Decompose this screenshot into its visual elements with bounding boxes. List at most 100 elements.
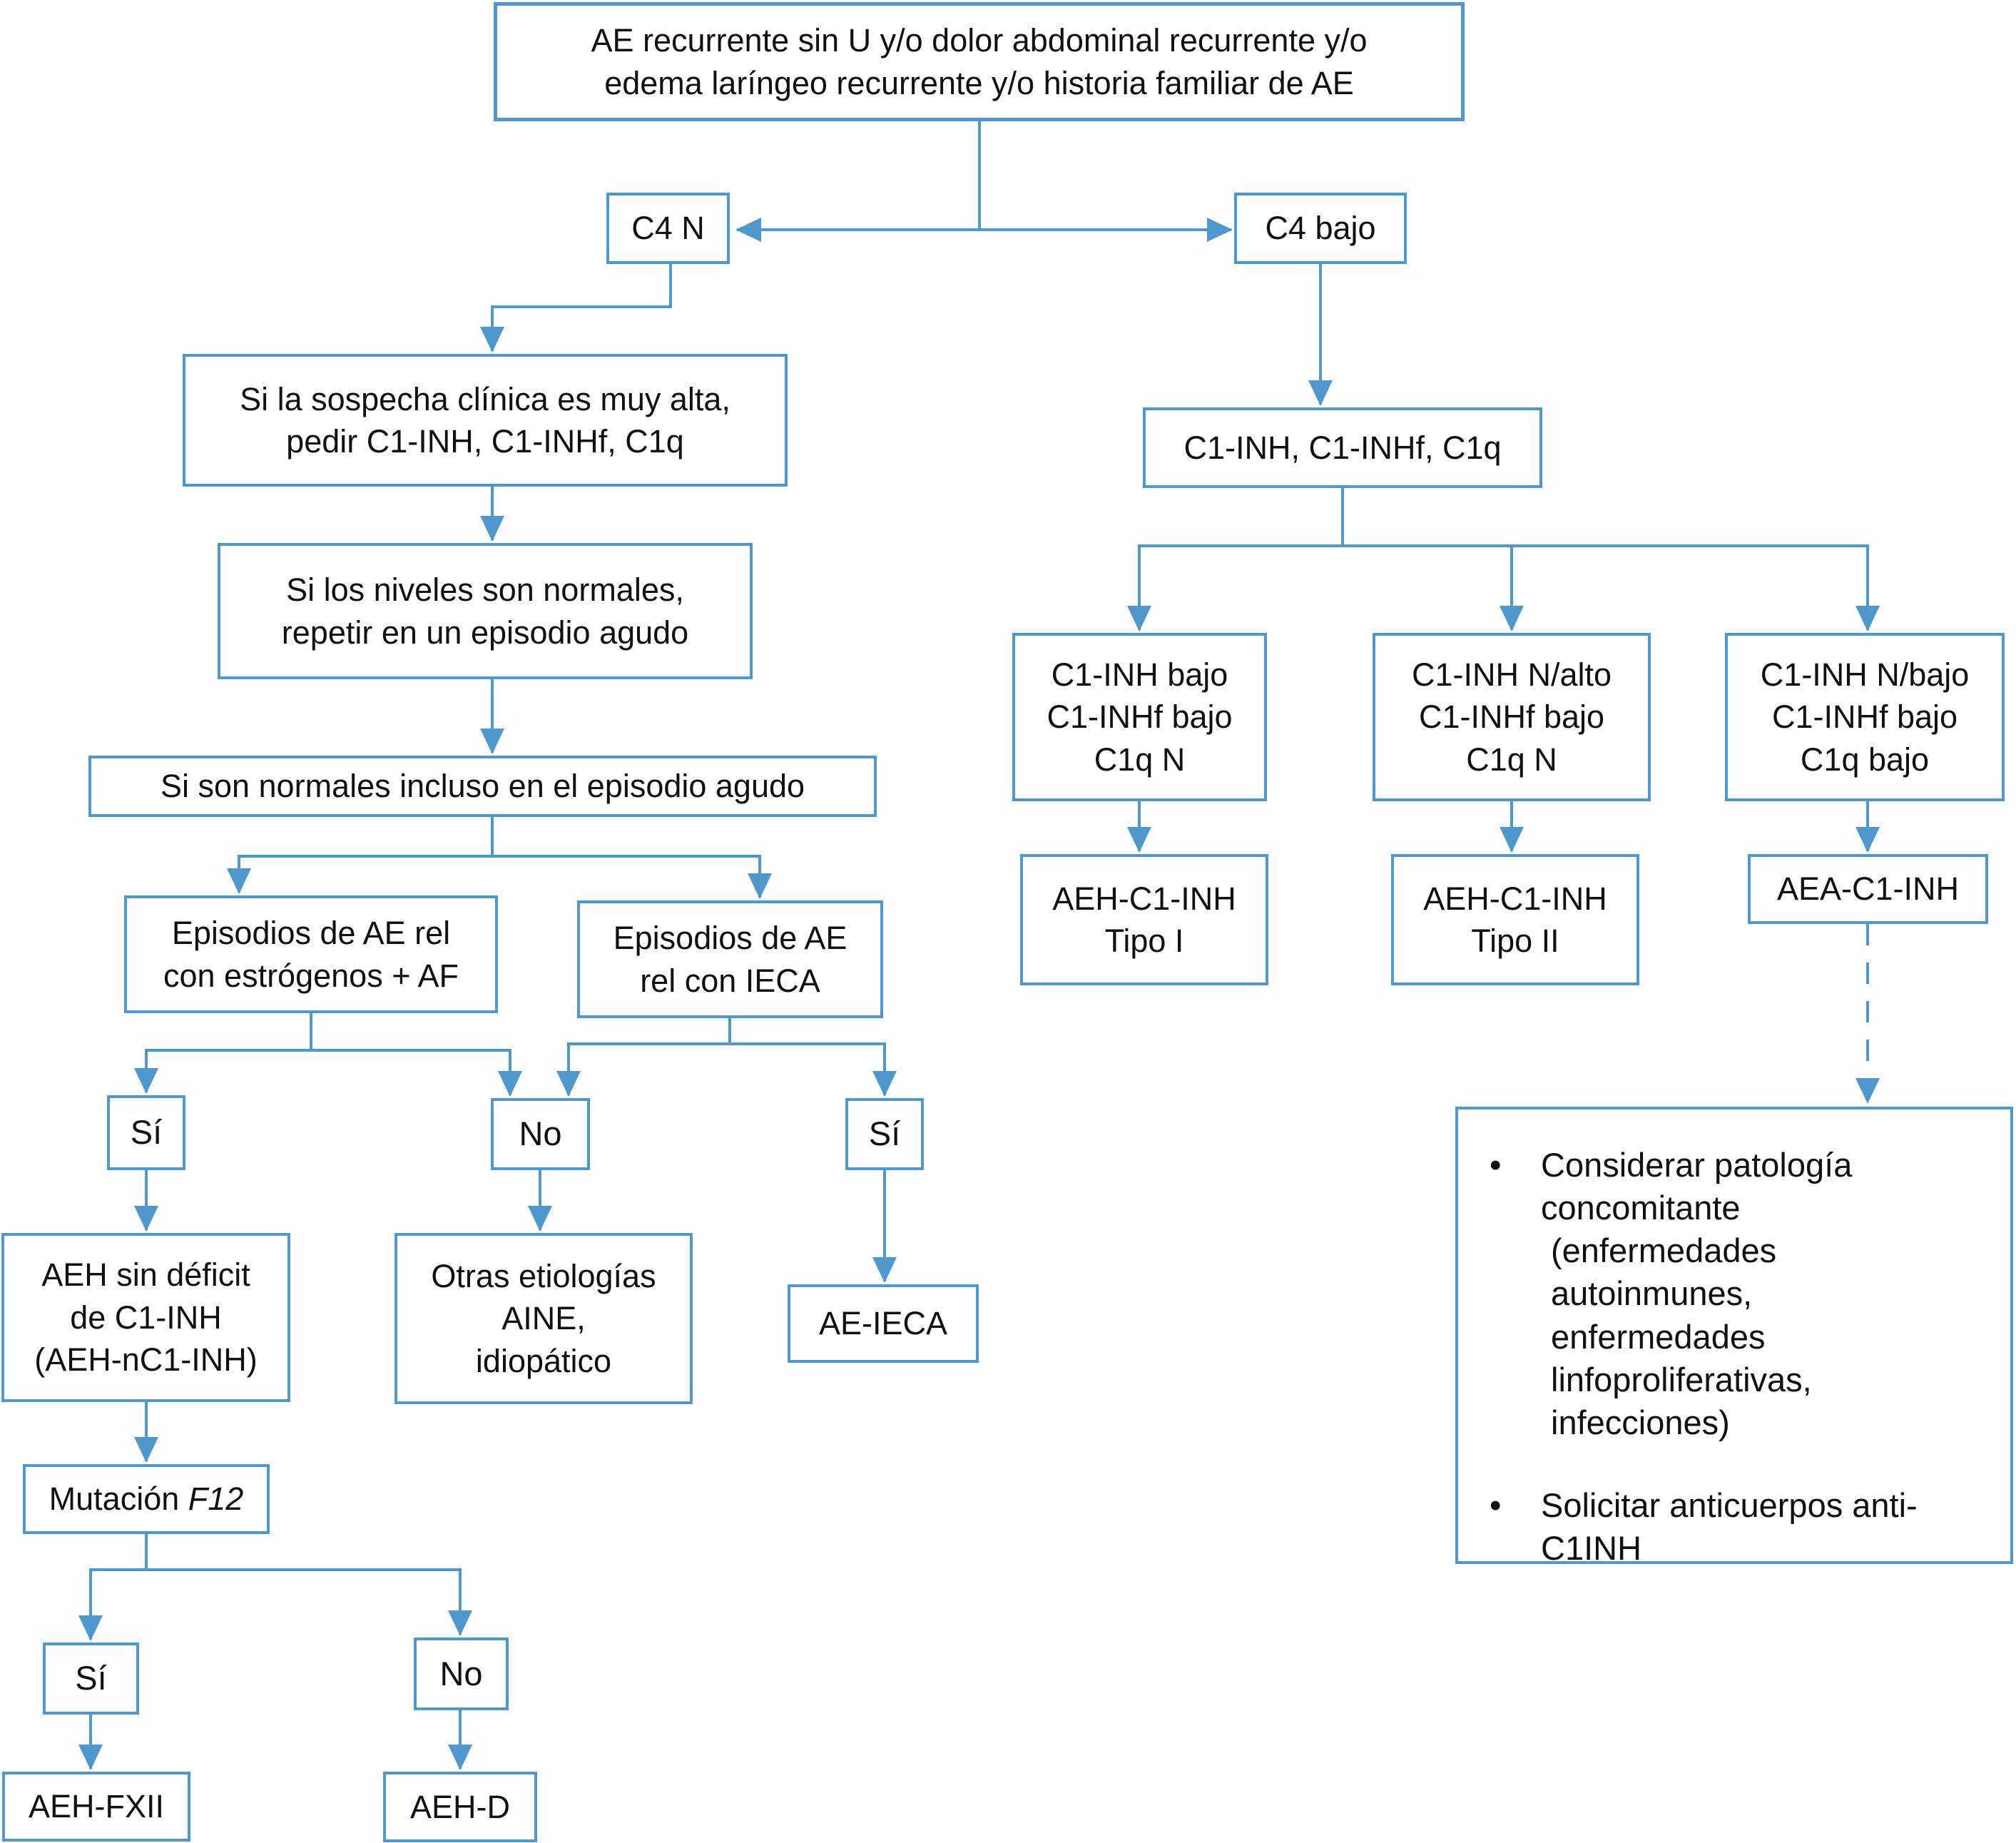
connector-mutacion-to-si3 xyxy=(78,1534,148,1641)
recomendacion-line: linfoproliferativas, xyxy=(1551,1360,1812,1398)
bullet-icon: • xyxy=(1490,1486,1502,1525)
recomendacion-line: autoinmunes, xyxy=(1551,1274,1753,1313)
connector-panel-to-tipo2-criteria xyxy=(1343,544,1524,631)
recomendacion-item-1: • Considerar patología concomitante (enf… xyxy=(1484,1144,1989,1444)
node-si-estrogenos: Sí xyxy=(107,1095,185,1170)
node-c1inh-panel-label: C1-INH, C1-INHf, C1q xyxy=(1183,429,1502,466)
node-ieca-line: rel con IECA xyxy=(640,962,820,999)
node-tipo1-criteria-line: C1q N xyxy=(1094,741,1186,778)
node-c1inh-panel: C1-INH, C1-INHf, C1q xyxy=(1143,407,1542,488)
connector-agudo-to-ieca xyxy=(492,855,772,899)
node-adquirido-criteria-line: C1q bajo xyxy=(1800,741,1930,778)
node-root: AE recurrente sin U y/o dolor abdominal … xyxy=(494,2,1465,121)
node-aeh-tipo1: AEH-C1-INH Tipo I xyxy=(1020,854,1268,985)
recomendacion-line: (enfermedades xyxy=(1551,1232,1777,1270)
connector-c4n-to-sospecha xyxy=(480,264,672,352)
recomendacion-line: enfermedades xyxy=(1551,1317,1766,1356)
node-ae-ieca: AE-IECA xyxy=(788,1284,979,1363)
recomendacion-line: infecciones) xyxy=(1551,1403,1730,1441)
node-adquirido-criteria-line: C1-INHf bajo xyxy=(1771,699,1958,736)
node-sospecha-line: Si la sospecha clínica es muy alta, xyxy=(240,380,730,417)
node-aeh-ncinh-line: de C1-INH xyxy=(70,1299,222,1336)
node-sospecha-line: pedir C1-INH, C1-INHf, C1q xyxy=(286,423,684,460)
node-tipo2-criteria-line: C1-INHf bajo xyxy=(1418,699,1605,736)
node-ieca-line: Episodios de AE xyxy=(613,920,847,957)
node-tipo2-criteria: C1-INH N/alto C1-INHf bajo C1q N xyxy=(1373,633,1651,801)
node-niveles-line: repetir en un episodio agudo xyxy=(281,614,689,651)
node-otras-line: AINE, xyxy=(502,1300,586,1337)
node-otras-line: idiopático xyxy=(475,1342,612,1379)
node-aea-c1inh-label: AEA-C1-INH xyxy=(1776,870,1960,908)
node-no-shared-label: No xyxy=(519,1115,562,1153)
connector-panel-to-tipo1-criteria xyxy=(1127,488,1344,631)
node-aeh-ncinh-line: AEH sin déficit xyxy=(41,1256,250,1294)
node-si-ieca: Sí xyxy=(845,1098,924,1170)
node-root-line: AE recurrente sin U y/o dolor abdominal … xyxy=(591,22,1368,59)
connector-ieca-to-no1 xyxy=(556,1018,731,1097)
connector-root-to-c4n xyxy=(735,121,981,242)
mutacion-prefix: Mutación xyxy=(49,1481,188,1518)
node-si-mutacion: Sí xyxy=(43,1643,139,1715)
node-mutacion-label: Mutación F12 xyxy=(49,1478,244,1520)
node-aeh-ncinh: AEH sin déficit de C1-INH (AEH-nC1-INH) xyxy=(1,1233,290,1402)
node-agudo-label: Si son normales incluso en el episodio a… xyxy=(160,768,805,805)
node-tipo1-criteria-line: C1-INHf bajo xyxy=(1047,699,1233,736)
recomendacion-line: C1INH xyxy=(1541,1529,1642,1568)
node-si-estrogenos-label: Sí xyxy=(130,1113,163,1152)
node-niveles-line: Si los niveles son normales, xyxy=(286,572,684,609)
node-c4-bajo-label: C4 bajo xyxy=(1265,210,1376,247)
node-recomendaciones: • Considerar patología concomitante (enf… xyxy=(1455,1107,2013,1567)
connector-mutacion-to-no2 xyxy=(146,1568,472,1636)
node-adquirido-criteria: C1-INH N/bajo C1-INHf bajo C1q bajo xyxy=(1725,633,2005,801)
node-otras-etiologias: Otras etiologías AINE, idiopático xyxy=(394,1233,693,1404)
node-otras-line: Otras etiologías xyxy=(431,1257,656,1294)
connector-panel-to-adquirido-criteria xyxy=(1343,544,1880,631)
node-c4-n: C4 N xyxy=(606,193,730,264)
node-aeh-tipo2-line: AEH-C1-INH xyxy=(1423,880,1607,917)
node-no-mutacion-label: No xyxy=(439,1654,483,1692)
node-ieca: Episodios de AE rel con IECA xyxy=(577,900,883,1018)
node-tipo1-criteria-line: C1-INH bajo xyxy=(1051,656,1228,693)
node-c4-bajo: C4 bajo xyxy=(1234,193,1407,264)
recomendacion-1-lines: Considerar patología concomitante (enfer… xyxy=(1541,1144,1989,1444)
node-estrogenos-line: Episodios de AE rel xyxy=(171,915,451,952)
node-c4-n-label: C4 N xyxy=(631,210,705,247)
connector-estrogenos-to-no1 xyxy=(311,1049,522,1097)
node-tipo1-criteria: C1-INH bajo C1-INHf bajo C1q N xyxy=(1012,633,1267,801)
connector-ieca-to-si2 xyxy=(730,1042,897,1097)
node-ae-ieca-label: AE-IECA xyxy=(818,1305,948,1342)
node-adquirido-criteria-line: C1-INH N/bajo xyxy=(1760,656,1970,693)
node-agudo: Si son normales incluso en el episodio a… xyxy=(88,756,877,817)
node-root-line: edema laríngeo recurrente y/o historia f… xyxy=(604,64,1354,101)
node-aeh-d: AEH-D xyxy=(383,1772,537,1842)
node-tipo2-criteria-line: C1-INH N/alto xyxy=(1411,656,1612,693)
node-aeh-fxii: AEH-FXII xyxy=(2,1772,190,1842)
node-mutacion-f12: Mutación F12 xyxy=(23,1464,270,1534)
bullet-icon: • xyxy=(1490,1146,1502,1184)
node-aeh-tipo2-line: Tipo II xyxy=(1471,923,1559,959)
connector-estrogenos-to-si1 xyxy=(134,1013,312,1094)
node-aeh-tipo1-line: AEH-C1-INH xyxy=(1052,880,1236,917)
recomendacion-item-2: • Solicitar anticuerpos anti- C1INH xyxy=(1484,1484,1989,1570)
node-aeh-tipo1-line: Tipo I xyxy=(1104,923,1184,959)
node-sospecha: Si la sospecha clínica es muy alta, pedi… xyxy=(183,354,788,487)
node-estrogenos-line: con estrógenos + AF xyxy=(163,957,459,994)
recomendacion-line: Solicitar anticuerpos anti- xyxy=(1541,1486,1918,1525)
recomendacion-2-lines: Solicitar anticuerpos anti- C1INH xyxy=(1541,1484,1989,1570)
node-aeh-ncinh-line: (AEH-nC1-INH) xyxy=(34,1341,258,1379)
node-si-mutacion-label: Sí xyxy=(75,1659,107,1697)
connector-agudo-to-estrogenos xyxy=(227,817,494,894)
node-aeh-d-label: AEH-D xyxy=(409,1788,510,1825)
mutacion-gene: F12 xyxy=(188,1481,244,1518)
node-aeh-fxii-label: AEH-FXII xyxy=(28,1788,165,1825)
node-estrogenos: Episodios de AE rel con estrógenos + AF xyxy=(124,895,498,1013)
node-no-shared: No xyxy=(491,1098,590,1170)
node-si-ieca-label: Sí xyxy=(868,1115,901,1153)
node-tipo2-criteria-line: C1q N xyxy=(1466,741,1557,778)
recomendacion-line: concomitante xyxy=(1541,1189,1741,1227)
node-aeh-tipo2: AEH-C1-INH Tipo II xyxy=(1391,854,1639,985)
recomendacion-line: Considerar patología xyxy=(1541,1146,1853,1184)
node-no-mutacion: No xyxy=(414,1638,509,1710)
node-aea-c1inh: AEA-C1-INH xyxy=(1748,854,1988,924)
